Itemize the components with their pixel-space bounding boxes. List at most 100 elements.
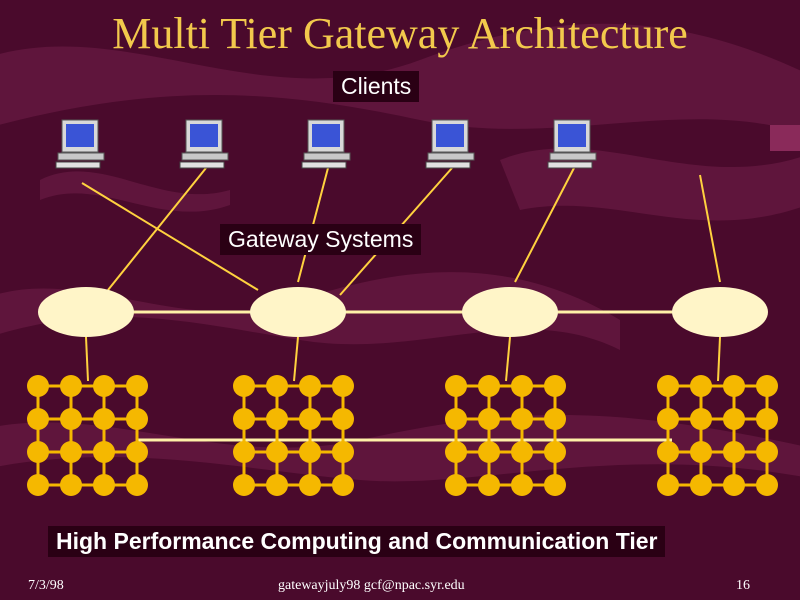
compute-node — [233, 441, 255, 463]
gateway-cluster-link — [505, 336, 511, 382]
screen — [436, 124, 464, 147]
system-unit — [549, 152, 597, 161]
compute-node — [690, 375, 712, 397]
compute-node — [266, 474, 288, 496]
clients-label: Clients — [333, 71, 420, 102]
screen — [312, 124, 340, 147]
compute-node — [723, 441, 745, 463]
computer-icon — [55, 119, 105, 169]
compute-node — [445, 408, 467, 430]
compute-node — [266, 441, 288, 463]
compute-node — [266, 408, 288, 430]
compute-node — [445, 474, 467, 496]
compute-node — [690, 474, 712, 496]
compute-node — [126, 408, 148, 430]
compute-node — [27, 408, 49, 430]
compute-node — [657, 474, 679, 496]
compute-node — [93, 441, 115, 463]
hpcc-tier-label: High Performance Computing and Communica… — [48, 526, 666, 557]
keyboard — [179, 161, 225, 169]
compute-node — [478, 474, 500, 496]
compute-cluster — [233, 375, 354, 496]
compute-node — [756, 408, 778, 430]
compute-node — [60, 441, 82, 463]
compute-node — [478, 441, 500, 463]
footer-page-number: 16 — [736, 578, 750, 593]
compute-node — [544, 408, 566, 430]
footer-date: 7/3/98 — [28, 578, 64, 593]
keyboard — [425, 161, 471, 169]
compute-node — [27, 474, 49, 496]
client-gateway-link — [699, 174, 721, 283]
compute-node — [233, 375, 255, 397]
compute-node — [233, 474, 255, 496]
gateway-cluster-link — [717, 336, 721, 382]
compute-node — [544, 375, 566, 397]
keyboard — [301, 161, 347, 169]
compute-node — [723, 375, 745, 397]
compute-node — [544, 474, 566, 496]
compute-node — [27, 441, 49, 463]
compute-node — [299, 375, 321, 397]
compute-node — [723, 408, 745, 430]
compute-cluster — [27, 375, 148, 496]
footer-file-email: gatewayjuly98 gcf@npac.syr.edu — [278, 578, 465, 593]
compute-cluster — [657, 375, 778, 496]
compute-node — [478, 408, 500, 430]
background-swirl — [40, 171, 230, 212]
screen — [66, 124, 94, 147]
compute-node — [60, 474, 82, 496]
computer-icon — [179, 119, 229, 169]
gateway-cluster-link — [293, 336, 299, 382]
compute-node — [756, 375, 778, 397]
computer-icon — [425, 119, 475, 169]
computer-icon — [547, 119, 597, 169]
compute-node — [332, 474, 354, 496]
compute-node — [756, 441, 778, 463]
compute-node — [657, 375, 679, 397]
gateway-node — [672, 287, 768, 337]
keyboard — [55, 161, 101, 169]
compute-node — [93, 474, 115, 496]
compute-node — [657, 408, 679, 430]
compute-node — [332, 441, 354, 463]
gateway-node — [38, 287, 134, 337]
corner-accent — [770, 125, 800, 151]
compute-node — [445, 375, 467, 397]
compute-cluster — [445, 375, 566, 496]
compute-node — [299, 408, 321, 430]
compute-node — [511, 375, 533, 397]
compute-node — [511, 441, 533, 463]
keyboard — [547, 161, 593, 169]
compute-node — [126, 441, 148, 463]
system-unit — [181, 152, 229, 161]
compute-node — [690, 441, 712, 463]
compute-node — [299, 441, 321, 463]
gateway-node — [462, 287, 558, 337]
compute-node — [478, 375, 500, 397]
client-gateway-link — [107, 167, 207, 291]
compute-node — [266, 375, 288, 397]
gateway-node — [250, 287, 346, 337]
compute-node — [233, 408, 255, 430]
slide-title: Multi Tier Gateway Architecture — [112, 9, 688, 58]
compute-node — [27, 375, 49, 397]
client-gateway-link — [514, 167, 575, 283]
compute-node — [723, 474, 745, 496]
compute-node — [511, 408, 533, 430]
compute-node — [299, 474, 321, 496]
compute-node — [126, 375, 148, 397]
computer-icon — [301, 119, 351, 169]
screen — [190, 124, 218, 147]
system-unit — [427, 152, 475, 161]
compute-node — [60, 408, 82, 430]
compute-node — [332, 375, 354, 397]
compute-node — [756, 474, 778, 496]
system-unit — [303, 152, 351, 161]
gateway-cluster-link — [85, 336, 89, 382]
system-unit — [57, 152, 105, 161]
compute-node — [332, 408, 354, 430]
compute-node — [445, 441, 467, 463]
gateway-systems-label: Gateway Systems — [220, 224, 422, 255]
